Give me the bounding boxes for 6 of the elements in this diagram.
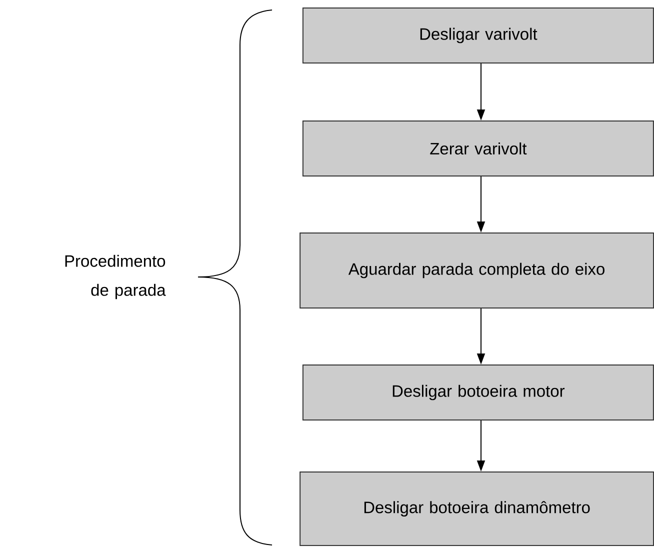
process-box: Desligar varivolt [302,8,654,64]
group-label: Procedimento de parada [65,254,166,300]
process-box: Zerar varivolt [302,120,654,176]
process-box: Desligar botoeira motor [302,364,654,420]
process-box: Aguardar parada completa do eixo [300,232,654,308]
process-box: Desligar botoeira dinamômetro [300,472,654,546]
